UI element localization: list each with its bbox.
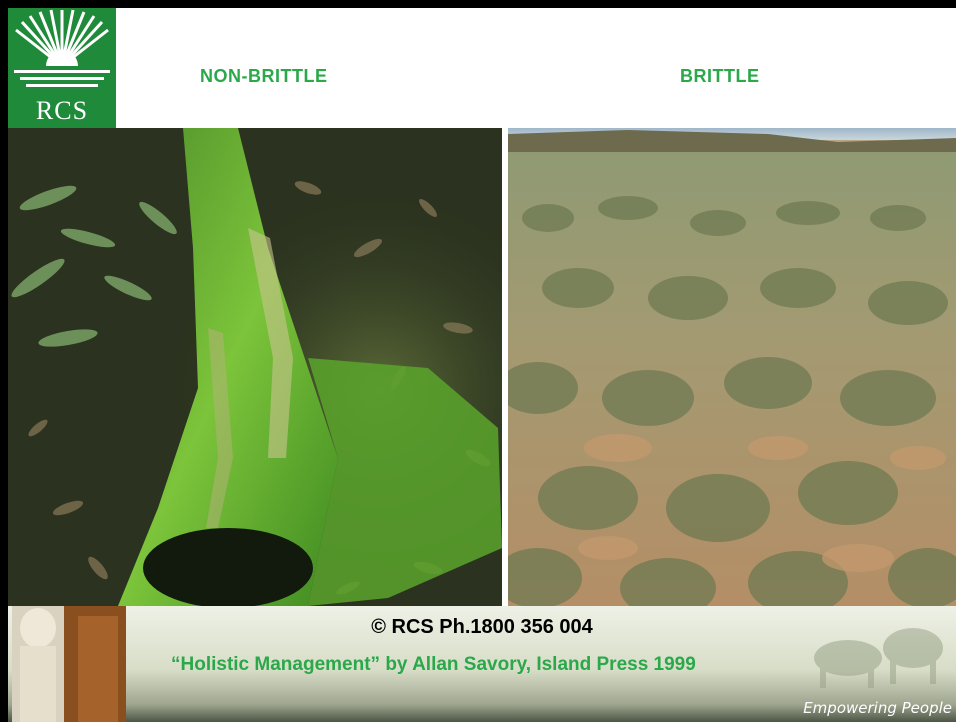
top-border xyxy=(0,0,956,8)
reference-text: “Holistic Management” by Allan Savory, I… xyxy=(171,654,696,675)
tagline-text: Empowering People xyxy=(803,699,952,717)
livestock-silhouettes xyxy=(814,628,943,688)
sheep-image xyxy=(12,606,64,722)
cow-image xyxy=(64,606,126,722)
brittle-photo xyxy=(508,128,956,606)
left-border xyxy=(0,0,8,722)
logo-label: RCS xyxy=(35,96,89,125)
non-brittle-photo xyxy=(8,128,502,606)
sunrise-icon xyxy=(8,9,116,96)
heading-brittle: BRITTLE xyxy=(680,66,760,86)
footer-banner: © RCS Ph.1800 356 004 “Holistic Manageme… xyxy=(8,606,956,722)
copyright-text: © RCS Ph.1800 356 004 xyxy=(371,616,593,638)
heading-non-brittle: NON-BRITTLE xyxy=(200,66,328,86)
rcs-logo: RCS xyxy=(8,8,116,128)
